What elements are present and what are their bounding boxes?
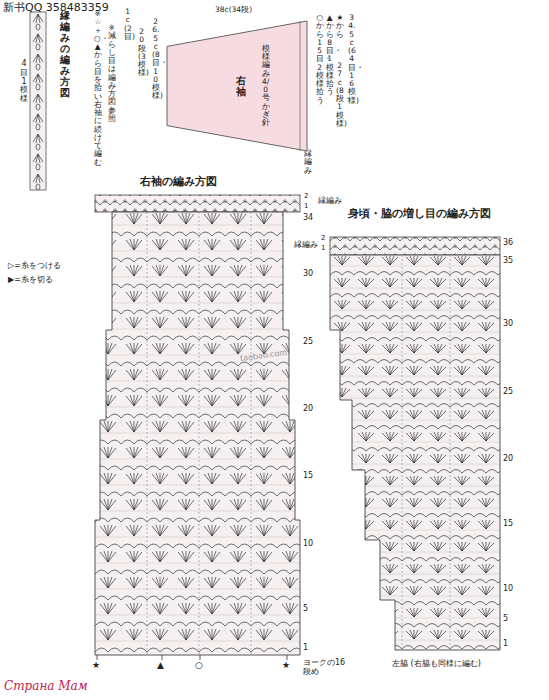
chart-heading: 身頃・脇の増し目の編み方図 bbox=[348, 208, 491, 220]
row-number: 5 bbox=[303, 605, 308, 614]
row-number: 5 bbox=[503, 615, 508, 624]
row-number: 25 bbox=[503, 388, 513, 397]
dimension: 20段(3模様) bbox=[138, 28, 146, 78]
sleeve-schematic: 右袖 模様編み 4/0号かぎ針 bbox=[166, 20, 308, 152]
instruction-note: ※減らし目は編み方図参照 bbox=[108, 24, 116, 123]
row-number: 20 bbox=[303, 405, 313, 414]
row-number: 15 bbox=[303, 472, 313, 481]
dimension: 26.5c(8目・10模様) bbox=[152, 18, 160, 101]
row-number: 2 bbox=[304, 193, 308, 201]
pickup-note: ★から bbox=[336, 14, 344, 39]
row-number: 34 bbox=[303, 214, 313, 223]
row-number: 30 bbox=[303, 270, 313, 279]
dimension: 27c(8段・1模様) bbox=[336, 62, 344, 128]
row-number: 10 bbox=[503, 585, 513, 594]
repeat-note: 4目1模様 bbox=[20, 60, 28, 104]
pickup-mark: ▲ bbox=[157, 661, 164, 671]
source-note: 新书QQ 358483359 bbox=[3, 2, 109, 14]
pickup-note: ▲から8目・1模様拾う bbox=[326, 14, 334, 97]
pickup-mark: ○ bbox=[195, 661, 203, 671]
row-number: 30 bbox=[503, 320, 513, 329]
edging-label: 縁編み bbox=[318, 197, 342, 205]
row-number: 1 bbox=[303, 644, 308, 653]
pickup-mark: ★ bbox=[282, 661, 290, 671]
row-number: 36 bbox=[503, 239, 513, 248]
edging-label: 縁編み bbox=[304, 150, 312, 175]
symbol-key: ▶=糸を切る bbox=[8, 276, 53, 285]
row-number: 1 bbox=[321, 245, 325, 253]
symbol-key: ▷=糸をつける bbox=[8, 262, 61, 271]
chart-title: 縁編みの編み方図 bbox=[60, 10, 70, 98]
part-name: 右袖 bbox=[236, 75, 246, 97]
row-number: 2 bbox=[321, 235, 325, 243]
row-number: 1 bbox=[503, 640, 508, 649]
yoke-note: ヨークの16段め bbox=[303, 659, 351, 677]
row-number: 15 bbox=[503, 520, 513, 529]
chart-heading: 右袖の編み方図 bbox=[140, 176, 217, 188]
watermark: Страна Мам bbox=[4, 680, 88, 693]
row-number: 35 bbox=[503, 257, 513, 266]
stitch-note: 模様編み 4/0号かぎ針 bbox=[262, 45, 270, 128]
instruction-note: ※☆＋○・▲から目を拾い右袖に続けて編む bbox=[94, 10, 102, 167]
row-number: 1 bbox=[304, 203, 308, 211]
dimension: 1c(2目) bbox=[124, 8, 132, 41]
dimension: 38c(34段) bbox=[215, 6, 252, 14]
pickup-note: ○から15目・2模様拾う bbox=[316, 14, 324, 105]
pickup-mark: ★ bbox=[92, 661, 100, 671]
row-number: 10 bbox=[303, 540, 313, 549]
side-note: 左脇 (右脇も同様に編む) bbox=[392, 660, 502, 669]
edging-label: 縁編み bbox=[294, 241, 318, 249]
row-number: 20 bbox=[503, 455, 513, 464]
dimension: 34.5c(64目・16模様) bbox=[348, 14, 356, 105]
row-number: 25 bbox=[303, 338, 313, 347]
